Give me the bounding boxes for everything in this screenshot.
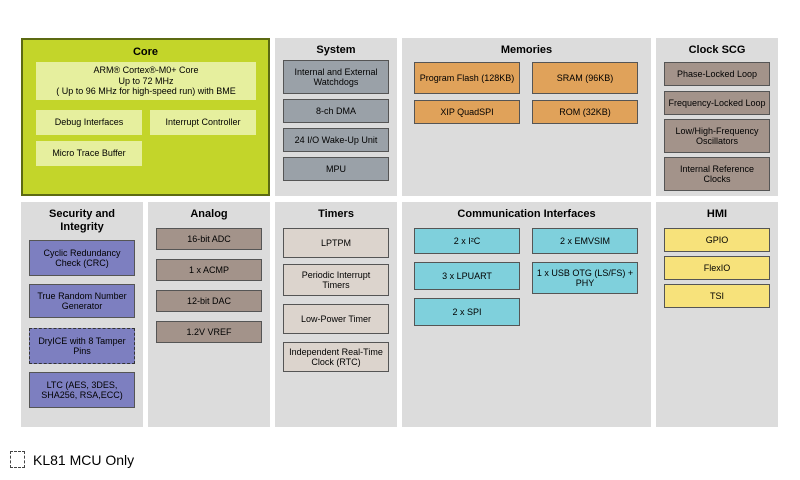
program-flash-box: Program Flash (128KB) [414,62,520,94]
micro-trace-buffer-box: Micro Trace Buffer [36,141,142,166]
tsi-box: TSI [664,284,770,308]
cpu-line-2: Up to 72 MHz [118,75,174,86]
pit-box: Periodic Interrupt Timers [283,264,389,296]
lptpm-box: LPTPM [283,228,389,258]
timers-title: Timers [318,208,354,220]
memories-panel: Memories Program Flash (128KB) SRAM (96K… [402,38,651,196]
analog-title: Analog [190,208,228,220]
hmi-panel: HMI GPIO FlexIO TSI [656,202,778,427]
interrupt-controller-box: Interrupt Controller [150,110,256,135]
memories-title: Memories [500,44,553,56]
hmi-title: HMI [706,208,728,220]
usb-otg-box: 1 x USB OTG (LS/FS) + PHY [532,262,638,294]
wakeup-unit-box: 24 I/O Wake-Up Unit [283,128,389,152]
flexio-box: FlexIO [664,256,770,280]
legend-dashed-swatch [10,451,25,468]
oscillators-box: Low/High-Frequency Oscillators [664,119,770,153]
pll-box: Phase-Locked Loop [664,62,770,86]
dac-box: 12-bit DAC [156,290,262,312]
trng-box: True Random Number Generator [29,284,135,318]
emvsim-box: 2 x EMVSIM [532,228,638,254]
dma-box: 8-ch DMA [283,99,389,123]
system-panel: System Internal and External Watchdogs 8… [275,38,397,196]
analog-panel: Analog 16-bit ADC 1 x ACMP 12-bit DAC 1.… [148,202,270,427]
cpu-line-3: ( Up to 96 MHz for high-speed run) with … [56,86,236,97]
vref-box: 1.2V VREF [156,321,262,343]
rom-box: ROM (32KB) [532,100,638,124]
rtc-box: Independent Real-Time Clock (RTC) [283,342,389,372]
fll-box: Frequency-Locked Loop [664,91,770,115]
crc-box: Cyclic Redundancy Check (CRC) [29,240,135,276]
clock-scg-title: Clock SCG [688,44,746,56]
dryice-box: DryICE with 8 Tamper Pins [29,328,135,364]
system-title: System [316,44,356,56]
cpu-box: ARM® Cortex®-M0+ Core Up to 72 MHz ( Up … [36,62,256,100]
acmp-box: 1 x ACMP [156,259,262,281]
lpuart-box: 3 x LPUART [414,262,520,290]
gpio-box: GPIO [664,228,770,252]
core-title: Core [132,46,159,58]
cpu-line-1: ARM® Cortex®-M0+ Core [93,65,199,76]
spi-box: 2 x SPI [414,298,520,326]
debug-interfaces-box: Debug Interfaces [36,110,142,135]
i2c-box: 2 x I²C [414,228,520,254]
timers-panel: Timers LPTPM Periodic Interrupt Timers L… [275,202,397,427]
core-panel: Core ARM® Cortex®-M0+ Core Up to 72 MHz … [21,38,270,196]
clock-scg-panel: Clock SCG Phase-Locked Loop Frequency-Lo… [656,38,778,196]
communication-panel: Communication Interfaces 2 x I²C 2 x EMV… [402,202,651,427]
legend-label: KL81 MCU Only [33,452,135,468]
security-title: Security and Integrity [48,208,116,233]
xip-quadspi-box: XIP QuadSPI [414,100,520,124]
adc-box: 16-bit ADC [156,228,262,250]
communication-title: Communication Interfaces [457,208,596,220]
ltc-box: LTC (AES, 3DES, SHA256, RSA,ECC) [29,372,135,408]
watchdogs-box: Internal and External Watchdogs [283,60,389,94]
mpu-box: MPU [283,157,389,181]
lptimer-box: Low-Power Timer [283,304,389,334]
internal-ref-clocks-box: Internal Reference Clocks [664,157,770,191]
sram-box: SRAM (96KB) [532,62,638,94]
security-panel: Security and Integrity Cyclic Redundancy… [21,202,143,427]
